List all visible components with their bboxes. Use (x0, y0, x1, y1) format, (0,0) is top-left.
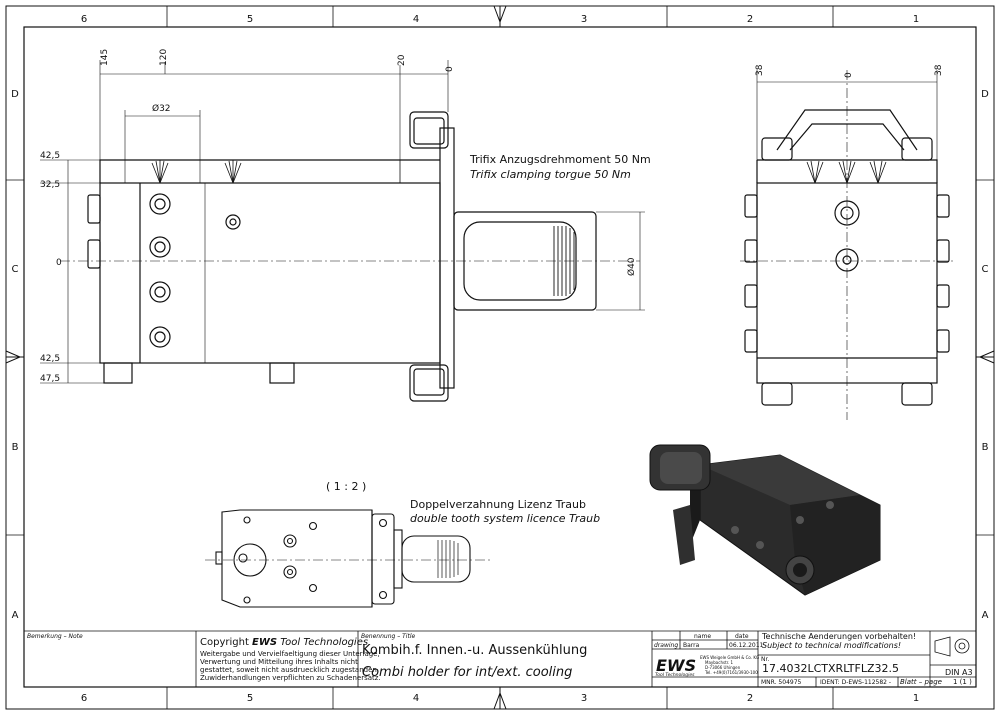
company-line: Maybachstr. 1 (705, 660, 733, 665)
sheet-label: Blatt – page (900, 678, 942, 686)
ews-logo: EWS (656, 656, 696, 675)
dim-20: 20 (397, 54, 407, 66)
sheet-value: 1 (1 ) (953, 678, 972, 686)
dim-38-left: 38 (755, 64, 765, 76)
zone-row-right: B (982, 442, 989, 453)
zone-row-right: C (982, 264, 989, 275)
title-de: Kombih.f. Innen.-u. Aussenkühlung (362, 643, 587, 658)
front-dimension-lines (40, 60, 645, 384)
zone-col-top: 3 (581, 14, 587, 25)
copyright-line: Zuwiderhandlungen verpflichten zu Schade… (200, 674, 381, 682)
zone-row-left: B (12, 442, 19, 453)
ews-logo-subtitle: Tool Technologies (655, 672, 695, 678)
zone-row-right: D (981, 89, 989, 100)
tooth-note-de: Doppelverzahnung Lizenz Traub (410, 498, 586, 511)
company-line: EWS Weigele GmbH & Co. KG (700, 655, 759, 660)
zone-col-bottom: 3 (581, 693, 587, 704)
zone-col-top: 1 (913, 14, 919, 25)
tech-change-en: Subject to technical modifications! (762, 641, 901, 650)
top-view-serration (437, 540, 459, 578)
company-line: Tel. +49(0)7161/3930-100 (704, 670, 758, 675)
tech-change-de: Technische Aenderungen vorbehalten! (761, 632, 916, 641)
zone-col-top: 4 (413, 14, 419, 25)
zone-row-left: C (12, 264, 19, 275)
zone-row-left: D (11, 89, 19, 100)
remark-label: Bemerkung – Note (27, 633, 83, 640)
drawn-date: 06.12.2011 (729, 642, 764, 649)
projection-symbol-icon (934, 636, 970, 657)
zone-col-bottom: 5 (247, 693, 253, 704)
part-number: 17.4032LCTXRLTFLZ32.5 (762, 662, 899, 675)
centering-arrows (5, 5, 995, 710)
nr-label: Nr. (761, 656, 769, 663)
ident: IDENT: D-EWS-112582 - (820, 679, 891, 686)
copyright-line: Verwertung und Mitteilung ihres Inhalts … (200, 658, 358, 666)
zone-col-bottom: 1 (913, 693, 919, 704)
side-dimension-text: 38 0 38 (755, 64, 944, 78)
drawn-by: Barra (683, 642, 700, 649)
copyright-line: gestattet, soweit nicht ausdruecklich zu… (200, 666, 379, 674)
scale-label: ( 1 : 2 ) (326, 480, 366, 493)
torque-note-de: Trifix Anzugsdrehmoment 50 Nm (469, 153, 651, 166)
side-spray-marks (806, 160, 887, 184)
zone-col-top: 6 (81, 14, 87, 25)
top-view (215, 509, 471, 608)
isometric-render (649, 444, 881, 596)
col-name-header: name (694, 633, 711, 640)
title-label: Benennung – Title (361, 633, 415, 640)
zone-col-top: 2 (747, 14, 753, 25)
dim-shank: Ø40 (626, 257, 637, 276)
row-drawing-label: drawing (654, 642, 678, 649)
zone-col-top: 5 (247, 14, 253, 25)
zone-col-bottom: 2 (747, 693, 753, 704)
zone-labels: 6 5 4 3 2 1 6 5 4 3 2 1 D C B A D C B A (11, 14, 989, 704)
dim-0: 0 (445, 66, 455, 72)
title-block-lines (24, 630, 976, 687)
dim-42-5-bottom: 42,5 (40, 354, 60, 364)
dim-42-5-top: 42,5 (40, 151, 60, 161)
mnr: MNR. 504975 (761, 679, 802, 686)
dim-47-5: 47,5 (40, 374, 60, 384)
side-dimension-lines (740, 70, 955, 420)
dim-0-side: 0 (844, 72, 854, 78)
dim-32-5: 32,5 (40, 180, 60, 190)
copyright-line: Weitergabe und Vervielfaeltigung dieser … (200, 650, 380, 658)
zone-col-bottom: 6 (81, 693, 87, 704)
tooth-note-en: double tooth system licence Traub (410, 512, 600, 525)
copyright-title: Copyright EWS Tool Technologies (200, 637, 368, 648)
dim-0-left: 0 (56, 258, 62, 268)
zone-row-left: A (12, 610, 19, 621)
company-line: D-73066 Uhingen (705, 665, 741, 670)
col-date-header: date (735, 633, 749, 640)
torque-note-en: Trifix clamping torgue 50 Nm (470, 168, 631, 181)
dim-bore: Ø32 (152, 103, 171, 114)
zone-row-right: A (982, 610, 989, 621)
dim-145: 145 (100, 49, 110, 66)
dim-38-right: 38 (934, 64, 944, 76)
title-en: Combi holder for int/ext. cooling (362, 665, 572, 680)
front-dimension-text: 145 120 20 0 Ø32 Ø40 42,5 32,5 0 42,5 47… (40, 49, 637, 384)
paper-standard: DIN A3 (945, 668, 973, 677)
coolant-spray-marks (151, 160, 242, 184)
dim-120: 120 (159, 49, 169, 66)
zone-col-bottom: 4 (413, 693, 419, 704)
